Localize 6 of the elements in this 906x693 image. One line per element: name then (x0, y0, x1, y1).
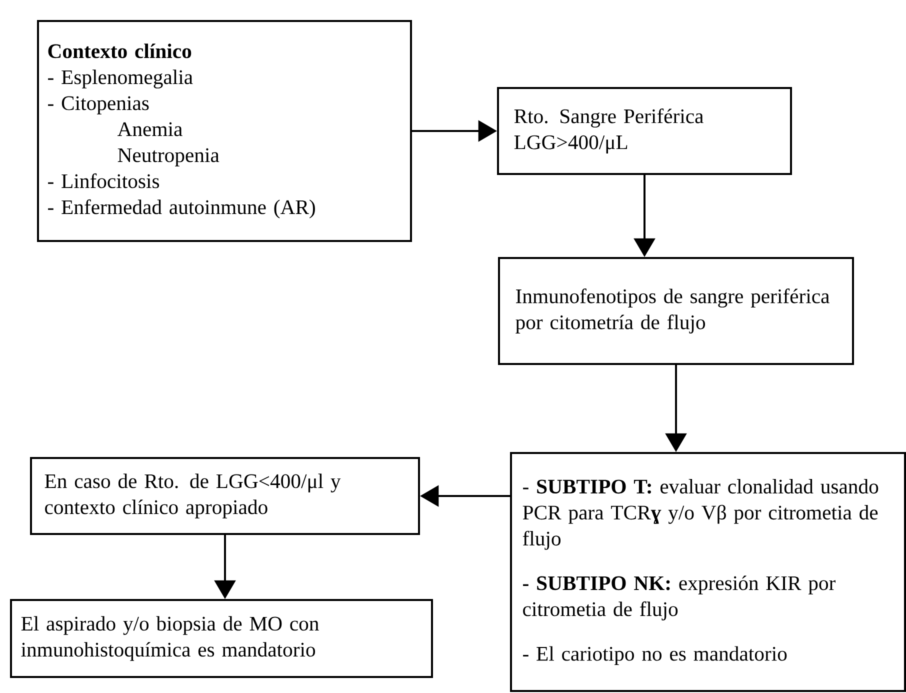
process-box: Inmunofenotipos de sangre periférica por citometría de flujo (498, 257, 854, 365)
process-box: Contexto clínico - Esplenomegalia - Citopenias Anemia Neutropenia - Linfocitosis - Enfermedad autoinmune (AR) (37, 20, 412, 242)
process-box: - SUBTIPO T: evaluar clonalidad usando PCR para TCRɣ y/o Vβ por citrometia de flujo - SUBTIPO NK: expresión KIR por citrometia de flujo - El cariotipo no es mandatorio (510, 452, 906, 692)
process-box: En caso de Rto. de LGG<400/μl y contexto clínico apropiado (30, 457, 420, 535)
process-box: El aspirado y/o biopsia de MO con inmunohistoquímica es mandatorio (10, 599, 433, 678)
process-box: Rto. Sangre Periférica LGG>400/μL (497, 87, 792, 175)
